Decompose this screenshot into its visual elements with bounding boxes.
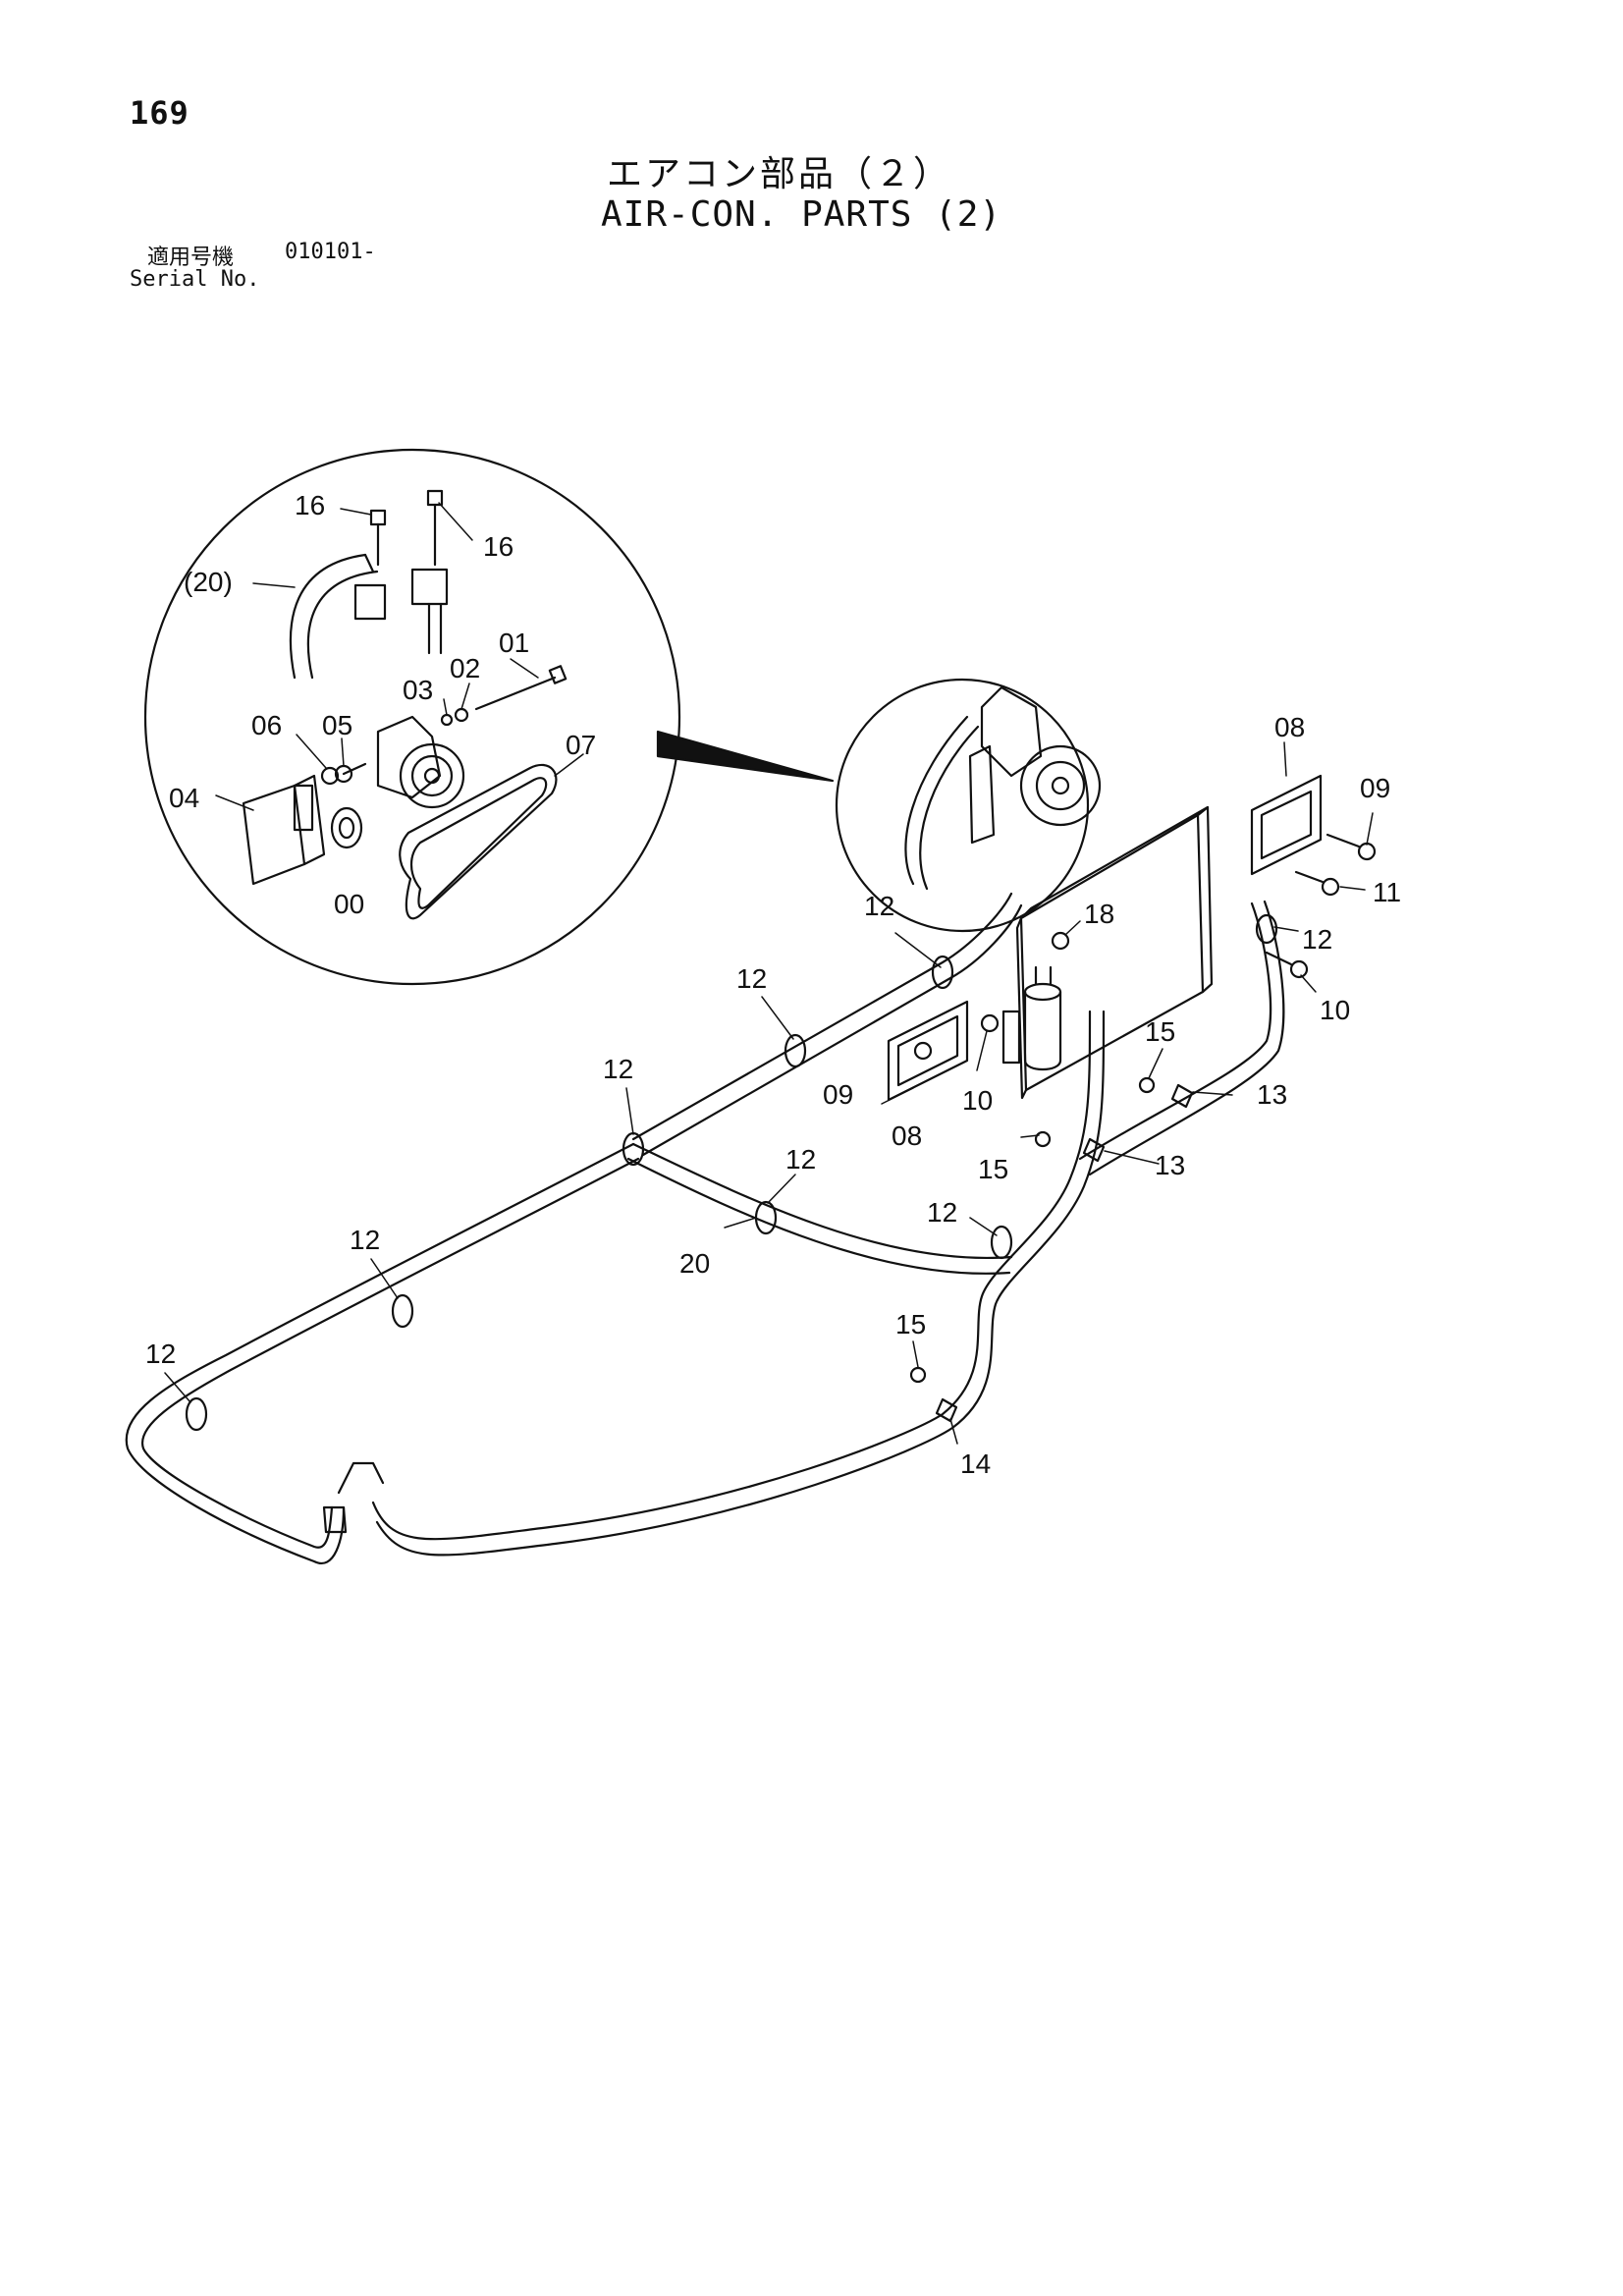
compressor-detail [376, 715, 465, 809]
callout-09: 09 [823, 1079, 853, 1110]
callout-12: 12 [785, 1144, 816, 1175]
callout-12: 12 [1302, 924, 1332, 955]
bolt-01 [474, 665, 568, 711]
serial-label-japanese: 適用号機 [147, 246, 235, 270]
bracket-04 [242, 774, 326, 886]
callout-09: 09 [1360, 773, 1390, 803]
callout-20-ref: (20) [184, 567, 233, 597]
hose-lower-run [371, 1010, 1106, 1557]
bolt-15-a [1138, 1076, 1156, 1094]
callout-20: 20 [679, 1248, 710, 1279]
fitting-16-right [410, 489, 449, 655]
detail-leader-lines [215, 502, 584, 811]
callout-15: 15 [895, 1309, 926, 1339]
mounting-plate-08-top [1250, 774, 1323, 876]
callout-05: 05 [322, 710, 352, 740]
callout-16: 16 [483, 531, 514, 562]
callout-10: 10 [1320, 995, 1350, 1025]
hose-20 [626, 1142, 1013, 1275]
callout-02: 02 [450, 653, 480, 683]
bolt-10-bottom [980, 1013, 1000, 1033]
callout-12: 12 [927, 1197, 957, 1228]
fitting-16-left [353, 509, 387, 621]
hose-13-right [1078, 900, 1285, 1176]
nut-06 [320, 766, 340, 786]
callout-14: 14 [960, 1449, 991, 1479]
main-leader-lines [164, 741, 1374, 1445]
detail-view-circle [143, 448, 681, 986]
bolt-11 [1294, 870, 1340, 897]
bolt-05 [334, 762, 367, 784]
callout-12: 12 [736, 963, 767, 994]
callout-12: 12 [603, 1054, 633, 1084]
page-number: 169 [130, 94, 189, 132]
serial-label-english: Serial No. [130, 267, 260, 292]
detail-pointer [656, 730, 835, 783]
bolt-18 [1051, 931, 1070, 951]
callout-08: 08 [892, 1121, 922, 1151]
callout-15: 15 [978, 1154, 1008, 1184]
callout-labels: 16 16 (20) 01 02 03 06 05 07 04 00 08 09… [145, 490, 1401, 1479]
callout-01: 01 [499, 628, 529, 658]
belt-07 [399, 763, 558, 920]
bolt-09-bottom [913, 1041, 933, 1061]
washer-02 [454, 707, 469, 723]
hose-clamps [185, 913, 1278, 1432]
washer-03 [440, 713, 454, 727]
callout-07: 07 [566, 730, 596, 760]
callout-06: 06 [251, 710, 282, 740]
page-title-japanese: エアコン部品（２） [607, 154, 952, 194]
callout-12: 12 [350, 1225, 380, 1255]
callout-00: 00 [334, 889, 364, 919]
hose-upper-run [631, 892, 1023, 1157]
bolt-15-b [1034, 1130, 1052, 1148]
bolt-10-right [1265, 951, 1309, 979]
receiver-drier [1001, 965, 1062, 1071]
compressor-callout-circle [835, 678, 1090, 933]
mounting-plate-08-bottom [887, 1000, 969, 1102]
callout-16: 16 [295, 490, 325, 520]
callout-18: 18 [1084, 899, 1114, 929]
callout-11: 11 [1373, 877, 1401, 907]
condenser [1015, 805, 1214, 1100]
callout-10: 10 [962, 1085, 993, 1116]
callout-13: 13 [1155, 1150, 1185, 1180]
callout-04: 04 [169, 783, 199, 813]
callout-13: 13 [1257, 1079, 1287, 1110]
bolt-15-c [909, 1366, 927, 1384]
callout-12: 12 [864, 891, 894, 921]
callout-03: 03 [403, 675, 433, 705]
hose-long-left [125, 1142, 640, 1564]
serial-number-value: 010101- [285, 240, 376, 264]
hose-20-detail [289, 553, 379, 680]
page-title-english: AIR-CON. PARTS (2) [601, 194, 1002, 235]
callout-12: 12 [145, 1339, 176, 1369]
hose-end-fittings [322, 1461, 385, 1534]
pulley-00 [330, 806, 363, 849]
callout-15: 15 [1145, 1016, 1175, 1047]
callout-08: 08 [1274, 712, 1305, 742]
compressor-mounted [904, 685, 1102, 891]
